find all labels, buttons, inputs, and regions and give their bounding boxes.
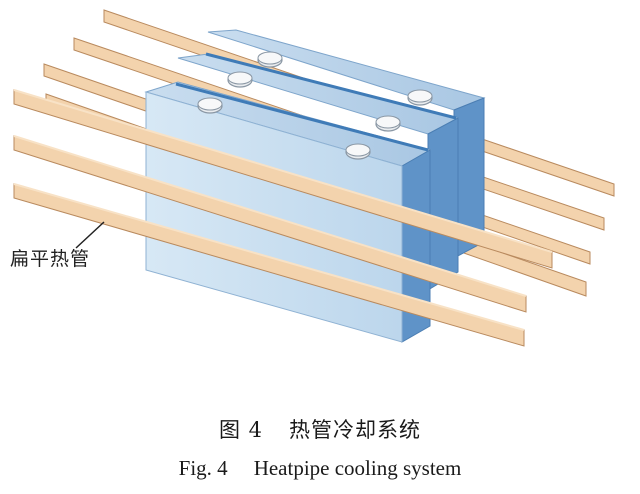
heatpipe-callout-label: 扁平热管 — [10, 248, 91, 270]
bolt-group — [197, 51, 433, 160]
figure-title-cn: 热管冷却系统 — [289, 418, 422, 442]
bolt-head — [197, 97, 223, 114]
groove-line — [205, 52, 457, 120]
bolt-head — [375, 115, 401, 132]
bolt-head — [227, 71, 253, 88]
groove-line — [175, 82, 429, 152]
leader-line — [75, 221, 105, 249]
figure-caption-cn: 图 4 热管冷却系统 — [0, 414, 640, 444]
figure-caption-en: Fig. 4 Heatpipe cooling system — [0, 456, 640, 481]
figure-title-en: Heatpipe cooling system — [253, 456, 462, 480]
bolt-head — [407, 89, 433, 106]
figure-number-en: Fig. 4 — [178, 456, 228, 480]
heatpipe-group-front — [13, 89, 553, 347]
figure-number-cn: 图 4 — [218, 418, 264, 442]
bolt-head — [345, 143, 371, 160]
heatpipe-cooling-diagram — [13, 9, 615, 347]
bolt-head — [257, 51, 283, 68]
